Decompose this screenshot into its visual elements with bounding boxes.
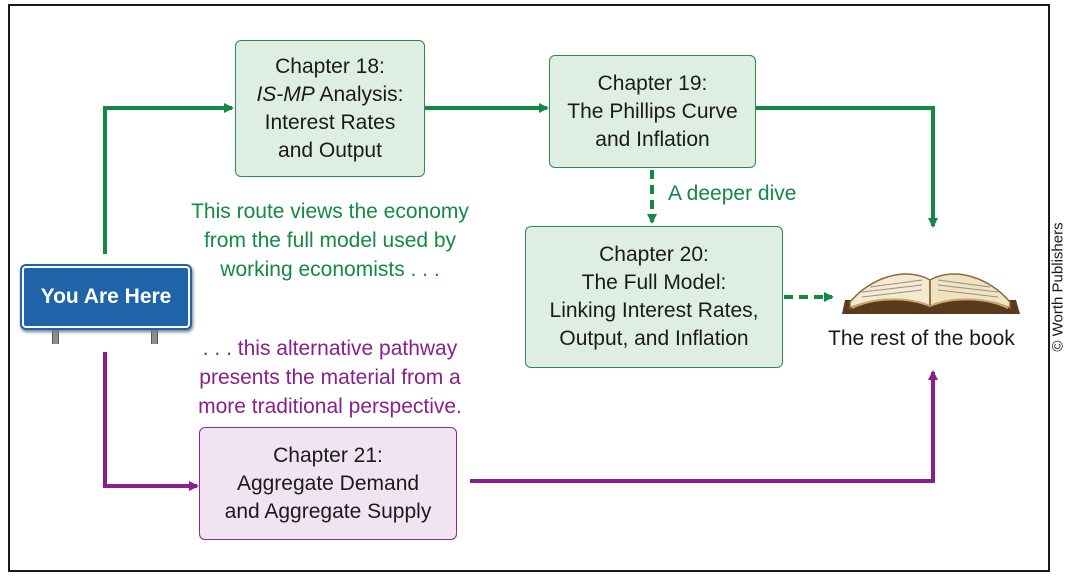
purple-note-line1: . . . this alternative pathway [202,337,458,360]
sign-post-left [52,330,59,344]
arrow-ch19-to-book [756,106,938,228]
green-route-note: This route views the economy from the fu… [160,197,500,284]
arrow-sign-to-ch21 [103,352,199,491]
purple-note-line3: more traditional perspective. [198,395,462,418]
green-note-line3: working economists . . . [220,258,440,281]
chapter-21-line3: and Aggregate Supply [224,499,432,523]
chapter-18-line3: Interest Rates [264,110,396,134]
chapter-20-line3: Linking Interest Rates, [549,299,759,322]
you-are-here-label: You Are Here [40,285,172,308]
open-book-icon [842,273,1020,314]
chapter-18-title: Chapter 18: [275,54,385,78]
sign-post-right [151,330,158,344]
green-note-line1: This route views the economy [191,200,469,223]
chapter-20-line4: Output, and Inflation [559,327,749,350]
chapter-21-box: Chapter 21: Aggregate Demand and Aggrega… [199,427,457,540]
purple-note-line2: presents the material from a [199,366,461,389]
arrow-ch21-to-book [470,370,938,483]
you-are-here-sign: You Are Here [22,266,190,328]
chapter-18-box: Chapter 18: IS-MP Analysis: Interest Rat… [235,40,425,177]
arrow-sign-to-ch18 [103,103,234,254]
chapter-19-line2: The Phillips Curve [567,99,738,123]
deeper-dive-label: A deeper dive [668,182,797,205]
chapter-18-line4: and Output [278,138,382,162]
chapter-19-line3: and Inflation [595,127,710,151]
chapter-20-line2: The Full Model: [581,271,727,294]
chapter-20-box: Chapter 20: The Full Model: Linking Inte… [525,226,783,368]
chapter-18-subtitle: IS-MP Analysis: [256,82,404,106]
green-note-line2: from the full model used by [203,229,457,252]
chapter-19-box: Chapter 19: The Phillips Curve and Infla… [549,55,756,168]
chapter-20-title: Chapter 20: [599,243,709,266]
copyright-text: © Worth Publishers [1049,222,1067,352]
purple-route-note: . . . this alternative pathway presents … [160,334,500,421]
chapter-21-line2: Aggregate Demand [236,471,420,495]
rest-of-book-label: The rest of the book [828,327,1015,350]
chapter-19-title: Chapter 19: [597,71,708,95]
chapter-21-title: Chapter 21: [273,443,383,467]
